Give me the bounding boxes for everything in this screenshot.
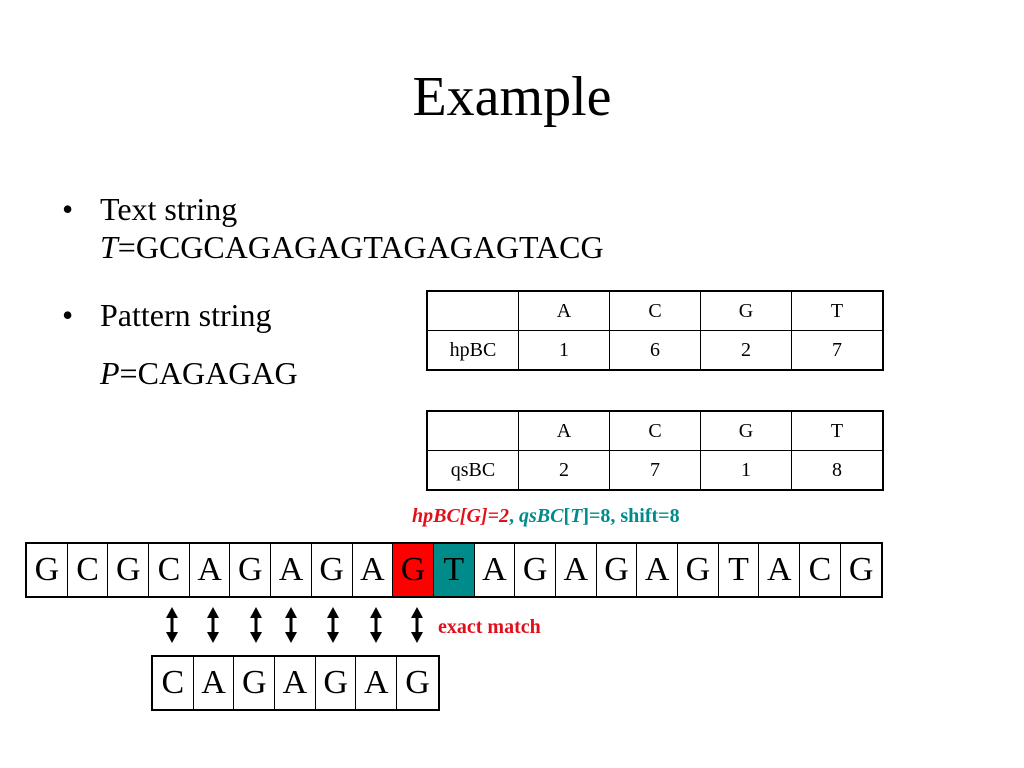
text-var: T [100,229,118,265]
header-cell: G [700,290,792,331]
text-cell: A [190,544,231,596]
row-label: hpBC [426,330,519,371]
text-cell: G [27,544,68,596]
text-cell: G [230,544,272,596]
header-cell: T [791,410,884,451]
text-cell: G [597,544,638,596]
qsbc-annotation: qsBC[T]=8, shift=8 [519,505,680,527]
slide-title: Example [412,66,612,128]
header-cell: A [518,290,610,331]
double-arrow-icon [285,607,297,643]
pattern-cell: G [405,664,430,701]
header-cell: T [791,290,884,331]
hpbc-annotation: hpBC[G]=2 [412,505,509,527]
qsbc-name: qsBC [518,505,564,527]
text-cell-bad-char: T [433,544,475,596]
double-arrow-icon [370,607,382,643]
text-cell: G [312,544,353,596]
text-value: =GCGCAGAGAGTAGAGAGTACG [117,229,604,265]
header-cell: G [700,410,792,451]
text-cell: C [149,544,190,596]
double-arrow-icon [207,607,219,643]
exact-match-label: exact match [438,616,541,638]
text-cell-mismatch: G [393,544,434,596]
value-cell: 1 [700,450,792,491]
bullet-dot: • [62,297,74,333]
pattern-cell: A [275,657,316,709]
hpbc-table: A C G T hpBC 1 6 2 7 [426,290,884,371]
text-cell: A [637,544,678,596]
text-cell: A [759,544,801,596]
double-arrow-icon [166,607,178,643]
qsbc-var: T [570,505,583,527]
value-cell: 2 [518,450,610,491]
qsbc-header-row: A C G T [426,410,884,451]
text-cell: G [515,544,556,596]
header-cell: C [609,410,701,451]
qsbc-table: A C G T qsBC 2 7 1 8 [426,410,884,491]
text-cell: A [271,544,312,596]
header-cell: C [609,290,701,331]
pattern-var: P [100,355,120,391]
bullet-dot: • [62,191,74,227]
bullet-label: Pattern string [100,297,272,333]
text-cell: C [68,544,109,596]
bullet-label: Text string [100,191,238,227]
pattern-string-value: P=CAGAGAG [100,354,298,392]
pattern-cell: C [153,657,194,709]
text-cell: C [800,544,841,596]
text-cell: G [108,544,150,596]
value-cell: 7 [609,450,701,491]
value-cell: 2 [700,330,792,371]
value-cell: 1 [518,330,610,371]
text-string-value: T=GCGCAGAGAGTAGAGAGTACG [100,228,604,266]
text-cell: G [848,551,874,588]
value-cell: 8 [791,450,884,491]
pattern-cell: G [316,657,357,709]
text-cell: A [556,544,597,596]
hpbc-header-row: A C G T [426,290,884,331]
text-cell: T [719,544,760,596]
qsbc-bracket: [ [563,505,571,527]
qsbc-value-row: qsBC 2 7 1 8 [426,450,884,491]
double-arrow-icon [411,607,423,643]
shift-annotation: hpBC[G]=2, qsBC[T]=8, shift=8 [412,505,680,528]
value-cell: 7 [791,330,884,371]
pattern-cell: G [234,657,276,709]
text-cell: G [678,544,719,596]
qsbc-rest: ]=8, shift=8 [582,505,680,527]
value-cell: 6 [609,330,701,371]
text-cell: A [353,544,394,596]
pattern-value: =CAGAGAG [119,355,298,391]
header-cell [426,290,519,331]
text-cell: A [475,544,516,596]
row-label: qsBC [426,450,519,491]
pattern-cell: A [194,657,235,709]
annotation-comma: , [508,505,519,527]
hpbc-value-row: hpBC 1 6 2 7 [426,330,884,371]
header-cell [426,410,519,451]
pattern-cell: A [356,657,398,709]
double-arrow-icon [250,607,262,643]
header-cell: A [518,410,610,451]
double-arrow-icon [327,607,339,643]
